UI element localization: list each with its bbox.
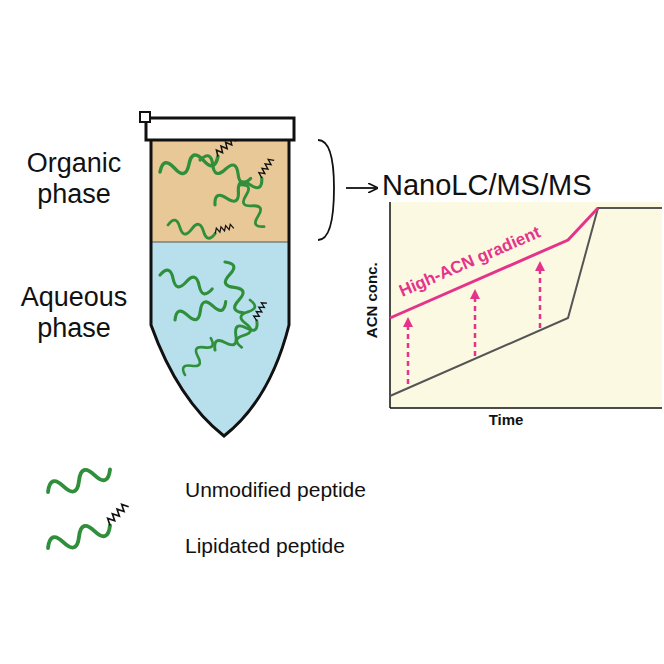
arrow <box>346 187 376 189</box>
chart-area <box>390 202 662 408</box>
phase-label-box: Aqueous phase <box>4 282 144 344</box>
bracket <box>318 140 334 240</box>
phase-name: Aqueous phase <box>4 282 144 344</box>
legend-sample <box>45 462 113 500</box>
legend-sample <box>42 501 135 556</box>
standard-gradient <box>390 208 662 396</box>
legend-text: Lipidated peptide <box>185 534 345 558</box>
axis-label: ACN conc. <box>364 262 381 338</box>
axis-label: Time <box>489 412 524 429</box>
phase-name: Organic phase <box>4 148 144 210</box>
legend-text: Unmodified peptide <box>185 478 366 502</box>
method-name: NanoLC/MS/MS <box>382 170 592 202</box>
phase-label-box: Organic phase <box>4 148 144 210</box>
tube-cap <box>146 118 294 140</box>
tube-contents <box>140 136 300 442</box>
tube-outline <box>151 140 289 436</box>
high-acn-gradient <box>390 208 598 318</box>
